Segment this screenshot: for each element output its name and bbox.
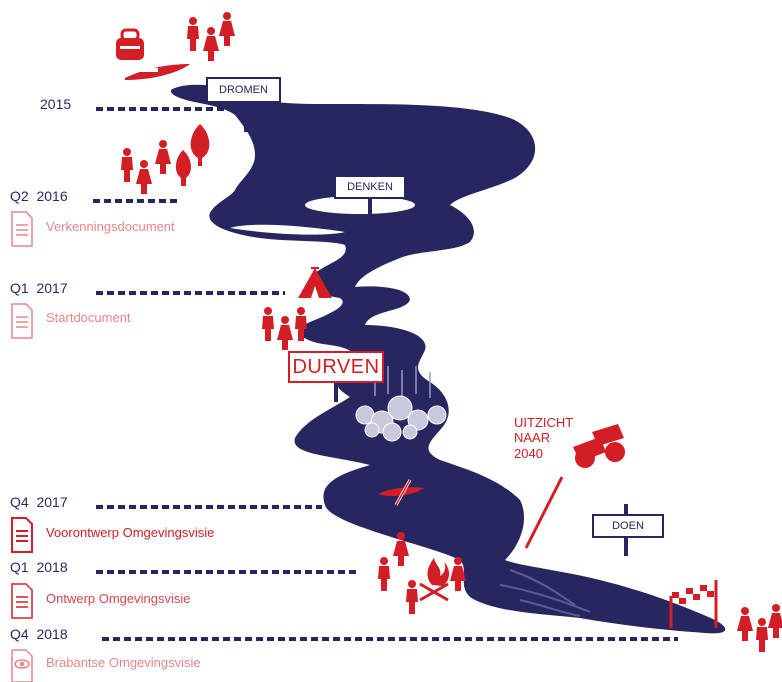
campfire-icon: [419, 558, 450, 602]
uitzicht-line-1: UITZICHT: [514, 415, 574, 430]
sign-denken-text: DENKEN: [347, 181, 393, 193]
doc-label-verkenningsdocument: Verkenningsdocument: [46, 219, 175, 234]
people-icon: [121, 140, 171, 194]
document-icon: [11, 303, 33, 339]
eye-document-icon: [11, 649, 33, 682]
sign-doen: [592, 504, 664, 556]
uitzicht-line-3: 2040: [514, 446, 543, 461]
tree-icon: [175, 124, 210, 186]
binoculars-icon: [573, 424, 625, 468]
uitzicht-line-2: NAAR: [514, 430, 551, 445]
doc-label-brabantse: Brabantse Omgevingsvisie: [46, 655, 201, 670]
doc-label-voorontwerp: Voorontwerp Omgevingsvisie: [46, 525, 215, 540]
timeline-label-q1-2018: Q1 2018: [10, 559, 68, 575]
doc-label-startdocument: Startdocument: [46, 310, 131, 325]
timeline-label-q4-2018: Q4 2018: [10, 626, 68, 642]
sign-dromen-text: DROMEN: [219, 84, 268, 96]
people-icon: [187, 12, 235, 61]
kayak-icon: [378, 479, 424, 506]
document-icon: [11, 583, 33, 619]
timeline-label-q4-2017: Q4 2017: [10, 494, 68, 510]
sign-doen-text: DOEN: [612, 520, 644, 532]
sign-durven-text: DURVEN: [292, 356, 380, 378]
timeline-label-q1-2017: Q1 2017: [10, 280, 68, 296]
people-icon: [737, 604, 782, 652]
sign-denken: [334, 175, 406, 236]
finish-flag-icon: [669, 580, 718, 628]
tent-icon: [298, 267, 332, 298]
rapids-icon: [355, 366, 447, 442]
backpack-icon: [116, 28, 144, 60]
river: [170, 84, 726, 634]
document-icon: [11, 517, 33, 553]
sign-dromen: [206, 77, 281, 132]
timeline-label-2015: 2015: [40, 96, 72, 112]
timeline-label-q2-2016: Q2 2016: [10, 188, 68, 204]
doc-label-ontwerp: Ontwerp Omgevingsvisie: [46, 591, 191, 606]
people-icon: [262, 307, 307, 350]
canoe-icon: [125, 64, 190, 80]
view-line: [524, 476, 564, 549]
sign-durven: [288, 351, 384, 402]
document-icon: [11, 211, 33, 247]
timeline-dotted-lines: [93, 107, 678, 641]
